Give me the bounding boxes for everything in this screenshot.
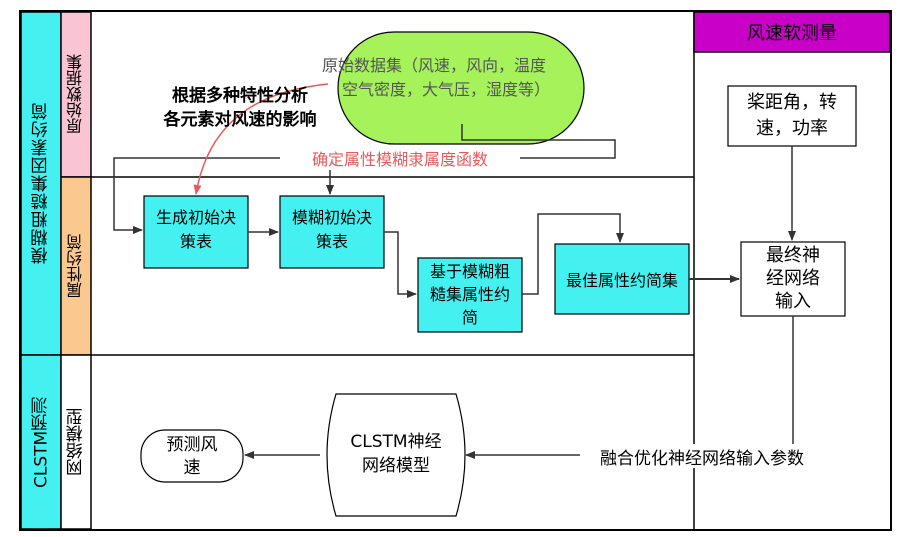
clstm-shape [326,393,466,517]
clstm-line1: CLSTM神经 [350,432,442,452]
sublane-label-reduction: 属性约简 [66,234,85,298]
conn-fuzzy-to-rough [384,231,417,298]
final-input-line3: 输入 [775,291,811,312]
clstm-text: CLSTM神经 网络模型 [326,430,466,478]
final-input-shape [740,241,846,317]
raw-dataset-shape [337,31,585,145]
final-input-line1: 最终神 [766,245,820,266]
sublane-label-model: 网络模型 [66,408,87,476]
final-input-text: 最终神 经网络 输入 [741,244,845,313]
sub-reduction-bg [60,176,92,356]
fuzzy-table-text: 模糊初始决 策表 [280,206,384,254]
best-reduction-text: 最佳属性约简集 [565,271,678,290]
best-reduction-shape [554,243,690,315]
fuzzy-rough-line3: 简 [461,308,478,327]
final-input-line2: 经网络 [766,268,820,289]
pitch-line2: 速，功率 [756,118,828,139]
init-table-line1: 生成初始决 [155,208,236,227]
conn-final-to-clstm [465,316,794,459]
annotation-analysis: 根据多种特性分析 各元素对风速的影响 [140,84,340,132]
sub-dataset-bg [60,11,92,178]
pitch-text: 桨距角，转 速，功率 [728,90,856,142]
fuzzy-table-line1: 模糊初始决 [291,208,372,227]
fuzzy-rough-line2: 糙集属性约 [429,285,510,304]
annotation-analysis-line2: 各元素对风速的影响 [163,110,317,130]
init-table-line2: 策表 [179,232,212,251]
conn-analysis-curve [193,83,329,195]
raw-dataset-line2: 空气密度，大气压，湿度等） [342,80,551,99]
init-table-shape [143,195,249,269]
annotation-analysis-line1: 根据多种特性分析 [172,86,308,106]
right-header-title: 风速软测量 [747,23,837,44]
raw-dataset-text: 原始数据集（风速，风向，温度 空气密度，大气压，湿度等） [322,54,622,102]
init-table-text: 生成初始决 策表 [144,206,248,254]
fuzzy-rough-text: 基于模糊粗 糙集属性约 简 [418,260,522,329]
sublane-label-dataset: 原始数据集 [66,54,85,135]
outer-frame [19,10,892,531]
lane-label-clstm: CLSTM预测 [31,396,52,488]
right-header-bg [693,11,891,53]
predict-text: 预测风 速 [141,434,243,480]
annotation-fusion: 融合优化神经网络输入参数 [580,444,824,469]
raw-dataset-line1: 原始数据集（风速，风向，温度 [322,56,547,75]
fuzzy-table-line2: 策表 [315,232,348,251]
pitch-line1: 桨距角，转 [747,92,837,113]
predict-shape [140,429,244,483]
predict-line2: 速 [183,458,201,478]
annotation-membership: 确定属性模糊隶属度函数 [280,146,520,170]
predict-line1: 预测风 [166,435,218,455]
fuzzy-table-shape [279,195,385,269]
pitch-shape [727,85,857,147]
lane-label-reduction-main: 模糊粗糙集因素约简 [31,102,52,265]
clstm-line2: 网络模型 [362,456,430,476]
sub-model-bg [60,354,92,530]
fuzzy-rough-line1: 基于模糊粗 [429,262,510,281]
fuzzy-rough-shape [417,257,523,333]
conn-raw-to-init [113,124,616,234]
left-lane-bottom-bg [20,354,62,530]
conn-rough-to-best [522,213,624,295]
